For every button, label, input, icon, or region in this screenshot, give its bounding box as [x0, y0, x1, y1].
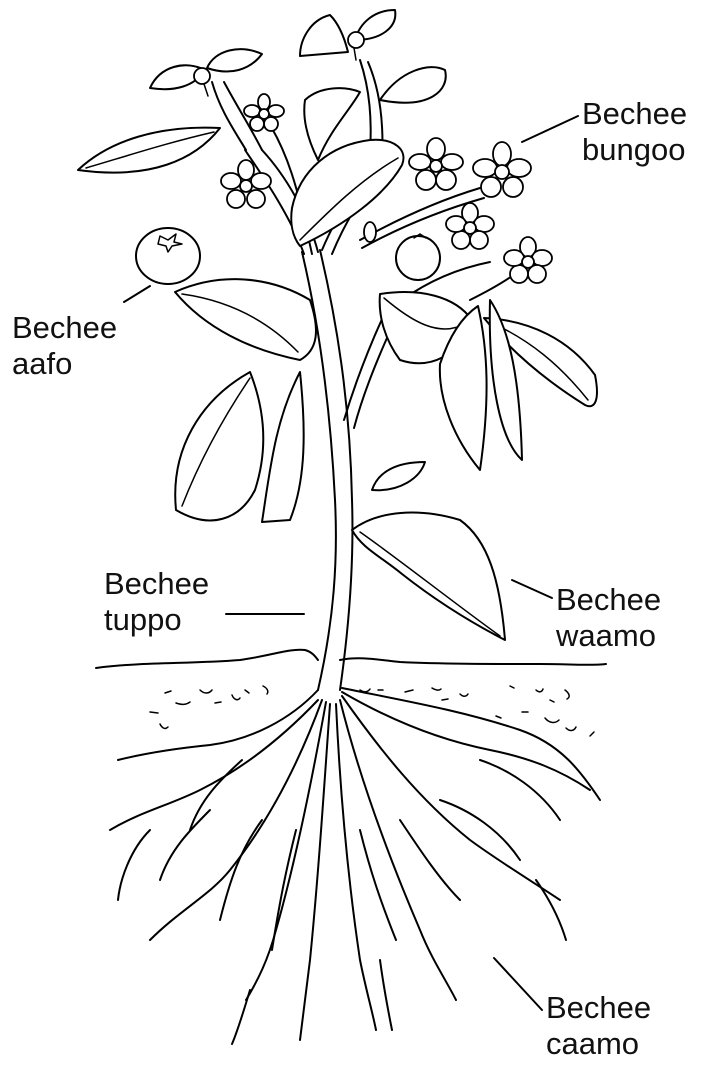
label-stem-line2: tuppo	[104, 602, 209, 638]
flower-bud-3	[364, 222, 376, 242]
label-root: Bechee caamo	[546, 990, 651, 1062]
flower-4	[473, 142, 531, 197]
flower-3	[409, 138, 463, 190]
flower-1	[221, 160, 271, 208]
label-stem-line1: Bechee	[104, 566, 209, 602]
label-flower-line2: bungoo	[582, 132, 687, 168]
flower-5	[446, 203, 494, 249]
leader-fruit	[124, 286, 150, 302]
flower-6	[504, 237, 552, 283]
label-fruit-line1: Bechee	[12, 310, 117, 346]
label-flower-line1: Bechee	[582, 96, 687, 132]
label-flower: Bechee bungoo	[582, 96, 687, 168]
label-root-line2: caamo	[546, 1026, 651, 1062]
label-fruit: Bechee aafo	[12, 310, 117, 382]
label-leaf-line2: waamo	[556, 618, 661, 654]
flower-2	[244, 94, 284, 131]
label-leaf: Bechee waamo	[556, 582, 661, 654]
label-stem: Bechee tuppo	[104, 566, 209, 638]
plant-leaves	[78, 10, 597, 640]
leader-flower	[522, 116, 578, 142]
plant-roots	[110, 688, 600, 1044]
fruit-tomato	[136, 228, 200, 284]
label-root-line1: Bechee	[546, 990, 651, 1026]
plant-fruits	[136, 228, 440, 284]
labeled-leaf	[352, 513, 505, 640]
fruit-small	[396, 236, 440, 280]
leader-root	[494, 958, 542, 1010]
flower-bud-1	[348, 32, 364, 60]
label-leaf-line1: Bechee	[556, 582, 661, 618]
flower-bud-2	[194, 68, 210, 96]
label-fruit-line2: aafo	[12, 346, 117, 382]
ground-line	[96, 650, 606, 668]
leader-leaf	[512, 580, 552, 598]
